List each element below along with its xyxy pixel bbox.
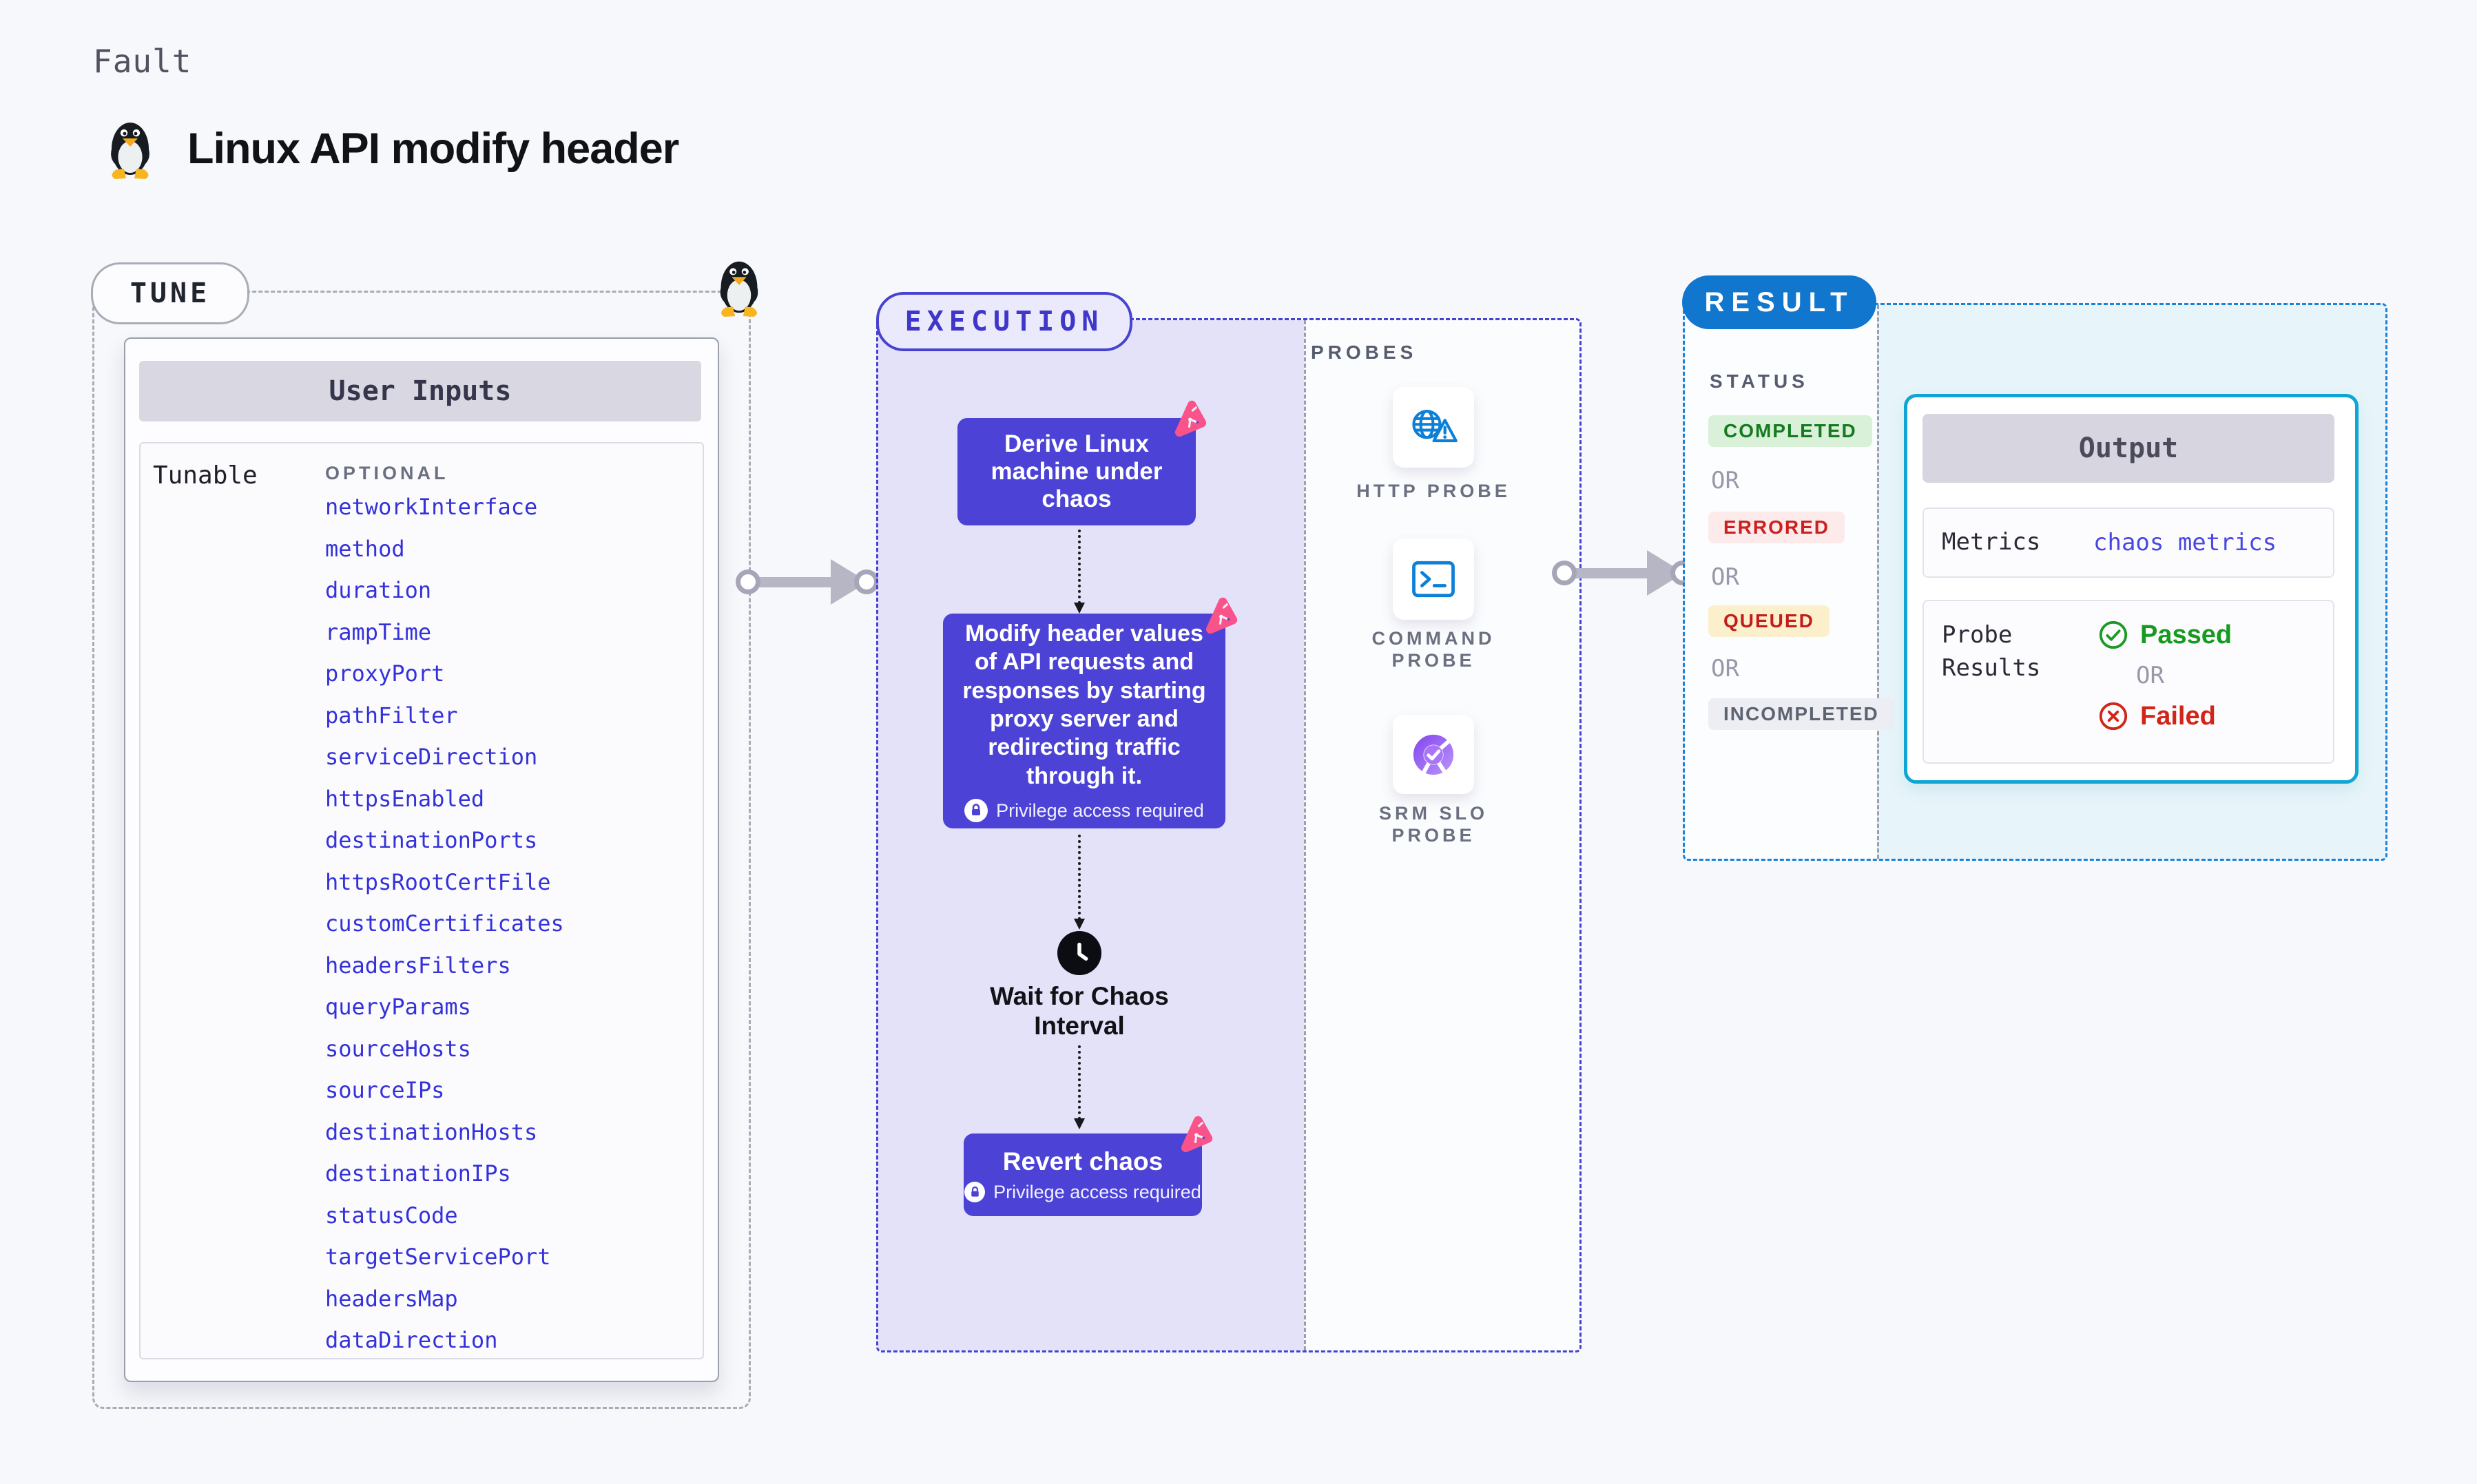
lock-icon xyxy=(964,799,988,823)
execution-to-result-arrow xyxy=(1552,549,1697,597)
optional-column-label: OPTIONAL xyxy=(325,463,449,483)
tunable-param[interactable]: statusCode xyxy=(325,1202,458,1229)
tunable-param[interactable]: rampTime xyxy=(325,618,432,645)
http-probe-card xyxy=(1393,387,1474,468)
srm-slo-probe-label: SRM SLO PROBE xyxy=(1378,803,1488,846)
step-text: Derive Linux machine under chaos xyxy=(991,430,1163,512)
status-badge-queued: QUEUED xyxy=(1708,605,1830,637)
page-title: Linux API modify header xyxy=(187,125,679,173)
probe-results-values: Passed OR Failed xyxy=(2097,619,2232,762)
command-probe-label: COMMAND PROBE xyxy=(1371,628,1495,671)
status-badge-incompleted: INCOMPLETED xyxy=(1708,698,1894,730)
clock-icon xyxy=(1057,931,1101,975)
status-column xyxy=(1685,305,1877,859)
tunable-param[interactable]: proxyPort xyxy=(325,660,445,687)
tux-penguin-corner-icon xyxy=(720,261,758,317)
or-label: OR xyxy=(1711,467,1739,494)
srm-slo-probe-card xyxy=(1393,715,1474,794)
step-revert-chaos: Revert chaos Privilege access required xyxy=(964,1133,1202,1216)
step-modify-header: Modify header values of API requests and… xyxy=(943,614,1225,828)
result-badge: RESULT xyxy=(1682,275,1876,329)
wait-interval-label: Wait for Chaos Interval xyxy=(990,982,1169,1040)
passed-label: Passed xyxy=(2140,620,2232,649)
tunable-row-label: Tunable xyxy=(153,461,258,490)
output-header: Output xyxy=(1922,414,2334,483)
tunable-param[interactable]: pathFilter xyxy=(325,702,458,729)
chaos-icon xyxy=(1198,595,1240,637)
privilege-note: Privilege access required xyxy=(964,1182,1201,1203)
flow-arrow-down xyxy=(1074,530,1085,614)
tune-section xyxy=(92,291,751,1409)
status-label: STATUS xyxy=(1710,370,1809,392)
status-badge-completed: COMPLETED xyxy=(1708,415,1872,447)
http-probe-label: HTTP PROBE xyxy=(1356,481,1511,501)
metrics-row: Metrics chaos metrics xyxy=(1922,508,2334,578)
tunable-param[interactable]: dataDirection xyxy=(325,1327,498,1354)
check-circle-icon xyxy=(2099,620,2128,649)
tunable-param[interactable]: sourceHosts xyxy=(325,1035,471,1062)
user-inputs-header: User Inputs xyxy=(139,361,701,421)
connector-node xyxy=(736,569,760,594)
tunable-param[interactable]: headersFilters xyxy=(325,952,511,979)
privilege-note: Privilege access required xyxy=(964,799,1204,823)
failed-row: Failed xyxy=(2097,700,2232,732)
x-circle-icon xyxy=(2099,702,2128,731)
tunable-param[interactable]: destinationPorts xyxy=(325,827,538,854)
execution-badge: EXECUTION xyxy=(876,292,1132,351)
step-text: Revert chaos xyxy=(1002,1147,1163,1175)
status-badge-errored: ERRORED xyxy=(1708,512,1845,543)
probes-label: PROBES xyxy=(1311,342,1418,363)
passed-row: Passed xyxy=(2097,619,2232,651)
step-text: Modify header values of API requests and… xyxy=(962,620,1206,789)
or-label: OR xyxy=(1711,655,1739,682)
step-derive-machine: Derive Linux machine under chaos xyxy=(957,418,1196,525)
tunable-param[interactable]: customCertificates xyxy=(325,910,564,937)
globe-alert-icon xyxy=(1412,409,1458,442)
tunable-param[interactable]: targetServicePort xyxy=(325,1244,551,1271)
user-inputs-card: User Inputs Tunable OPTIONAL networkInte… xyxy=(124,337,719,1382)
tunable-param-list: networkInterface method duration rampTim… xyxy=(325,486,564,1361)
tunables-table: Tunable OPTIONAL networkInterface method… xyxy=(139,442,704,1359)
tunable-param[interactable]: httpsRootCertFile xyxy=(325,868,551,895)
flow-arrow-down xyxy=(1074,835,1085,930)
metrics-label: Metrics xyxy=(1942,528,2041,556)
tunable-param[interactable]: networkInterface xyxy=(325,494,538,521)
probe-results-row: Probe Results Passed OR Failed xyxy=(1922,600,2334,764)
privilege-note-text: Privilege access required xyxy=(993,1181,1201,1202)
probe-results-label: Probe Results xyxy=(1942,621,2041,682)
tunable-param[interactable]: method xyxy=(325,535,405,562)
tux-penguin-icon xyxy=(111,123,149,179)
tune-to-execution-arrow xyxy=(736,558,880,606)
tunable-param[interactable]: duration xyxy=(325,577,432,604)
tunable-param[interactable]: httpsEnabled xyxy=(325,785,485,812)
slo-donut-icon xyxy=(1413,734,1454,775)
chaos-icon xyxy=(1173,1114,1215,1156)
fault-category-label: Fault xyxy=(93,43,192,80)
tunable-param[interactable]: destinationHosts xyxy=(325,1118,538,1145)
lock-icon xyxy=(964,1182,986,1202)
connector-node xyxy=(1552,561,1577,585)
terminal-icon xyxy=(1412,561,1455,598)
tune-badge: TUNE xyxy=(91,262,249,324)
command-probe-card xyxy=(1393,539,1474,620)
tunable-param[interactable]: headersMap xyxy=(325,1285,458,1312)
tunable-param[interactable]: sourceIPs xyxy=(325,1077,445,1104)
tunable-param[interactable]: serviceDirection xyxy=(325,744,538,771)
failed-label: Failed xyxy=(2140,701,2216,731)
privilege-note-text: Privilege access required xyxy=(996,800,1204,821)
connector-node xyxy=(854,569,879,594)
flow-arrow-down xyxy=(1074,1045,1085,1129)
probes-panel xyxy=(1304,320,1579,1350)
or-label: OR xyxy=(2136,662,2164,689)
chaos-icon xyxy=(1167,398,1209,440)
output-card: Output Metrics chaos metrics Probe Resul… xyxy=(1904,394,2359,784)
metrics-value-link[interactable]: chaos metrics xyxy=(2093,529,2277,556)
tunable-param[interactable]: destinationIPs xyxy=(325,1160,511,1187)
or-label: OR xyxy=(1711,563,1739,591)
tunable-param[interactable]: queryParams xyxy=(325,994,471,1021)
